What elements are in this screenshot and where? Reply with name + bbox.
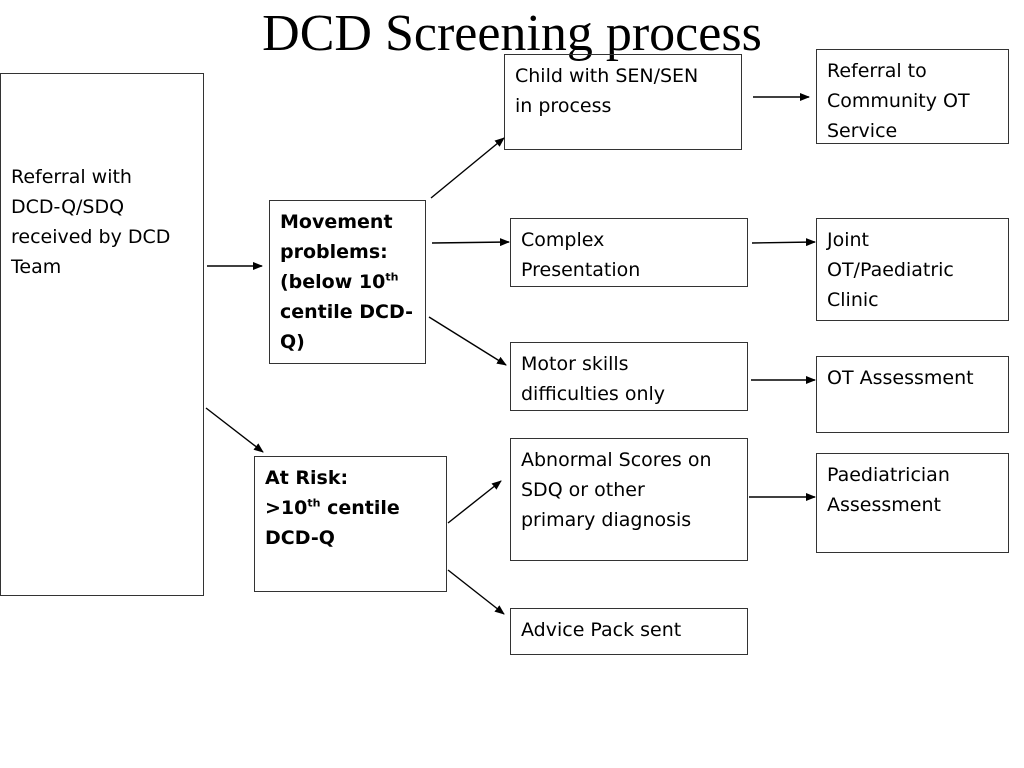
page-title: DCD Screening process [262,5,762,62]
movement-line-2: problems: [280,241,388,263]
at-risk-line-1: At Risk: [265,467,349,489]
at-risk-line-3: DCD-Q [265,527,335,549]
movement-line-3: (below 10th [280,267,415,297]
sen-line-1: Child with SEN/SEN [515,65,699,87]
movement-problems-box: Movement problems: (below 10th centile D… [269,200,426,364]
advice-pack-box: Advice Pack sent [510,608,748,655]
movement-line-1: Movement [280,211,393,233]
arrow-movement-to-sen [430,137,505,199]
arrow-at-risk-to-advice [447,569,505,615]
at-risk-line-2-sup: th [307,496,321,510]
movement-line-3-text: (below 10 [280,271,386,293]
ot-assessment-line-1: OT Assessment [827,367,974,389]
paed-assessment-line-1: Paediatrician [827,464,950,486]
motor-skills-box: Motor skills difficulties only [510,342,748,411]
community-ot-line-3: Service [827,120,898,142]
referral-line-3: received by DCD [11,226,171,248]
joint-clinic-line-2: OT/Paediatric [827,259,954,281]
community-ot-box: Referral to Community OT Service [816,49,1009,144]
abnormal-scores-box: Abnormal Scores on SDQ or other primary … [510,438,748,561]
referral-box: Referral with DCD-Q/SDQ received by DCD … [0,73,204,596]
joint-clinic-line-3: Clinic [827,289,879,311]
paediatrician-assessment-box: Paediatrician Assessment [816,453,1009,553]
sen-box: Child with SEN/SEN in process [504,54,742,150]
ot-assessment-box: OT Assessment [816,356,1009,433]
at-risk-line-2: >10th centile [265,493,436,523]
arrow-referral-to-at-risk [205,407,264,453]
advice-line-1: Advice Pack sent [521,619,682,641]
complex-line-2: Presentation [521,259,641,281]
paed-assessment-line-2: Assessment [827,494,941,516]
arrow-complex-to-joint-clinic [751,238,816,247]
community-ot-line-1: Referral to [827,60,927,82]
movement-line-4: centile DCD- [280,301,414,323]
referral-line-1: Referral with [11,166,132,188]
referral-line-4: Team [11,256,62,278]
abnormal-line-2: SDQ or other [521,479,645,501]
joint-clinic-box: Joint OT/Paediatric Clinic [816,218,1009,321]
community-ot-line-2: Community OT [827,90,970,112]
at-risk-line-2-post: centile [320,497,400,519]
abnormal-line-3: primary diagnosis [521,509,692,531]
arrow-movement-to-motor [428,316,507,366]
referral-line-2: DCD-Q/SDQ [11,196,125,218]
joint-clinic-line-1: Joint [827,229,869,251]
arrow-movement-to-complex [431,238,510,247]
movement-line-5: Q) [280,331,305,353]
motor-line-2: difficulties only [521,383,666,405]
motor-line-1: Motor skills [521,353,629,375]
at-risk-line-2-pre: >10 [265,497,308,519]
abnormal-line-1: Abnormal Scores on [521,449,712,471]
complex-presentation-box: Complex Presentation [510,218,748,287]
movement-line-3-sup: th [385,270,399,284]
at-risk-box: At Risk: >10th centile DCD-Q [254,456,447,592]
sen-line-2: in process [515,95,612,117]
arrow-at-risk-to-abnormal [447,480,502,524]
complex-line-1: Complex [521,229,605,251]
